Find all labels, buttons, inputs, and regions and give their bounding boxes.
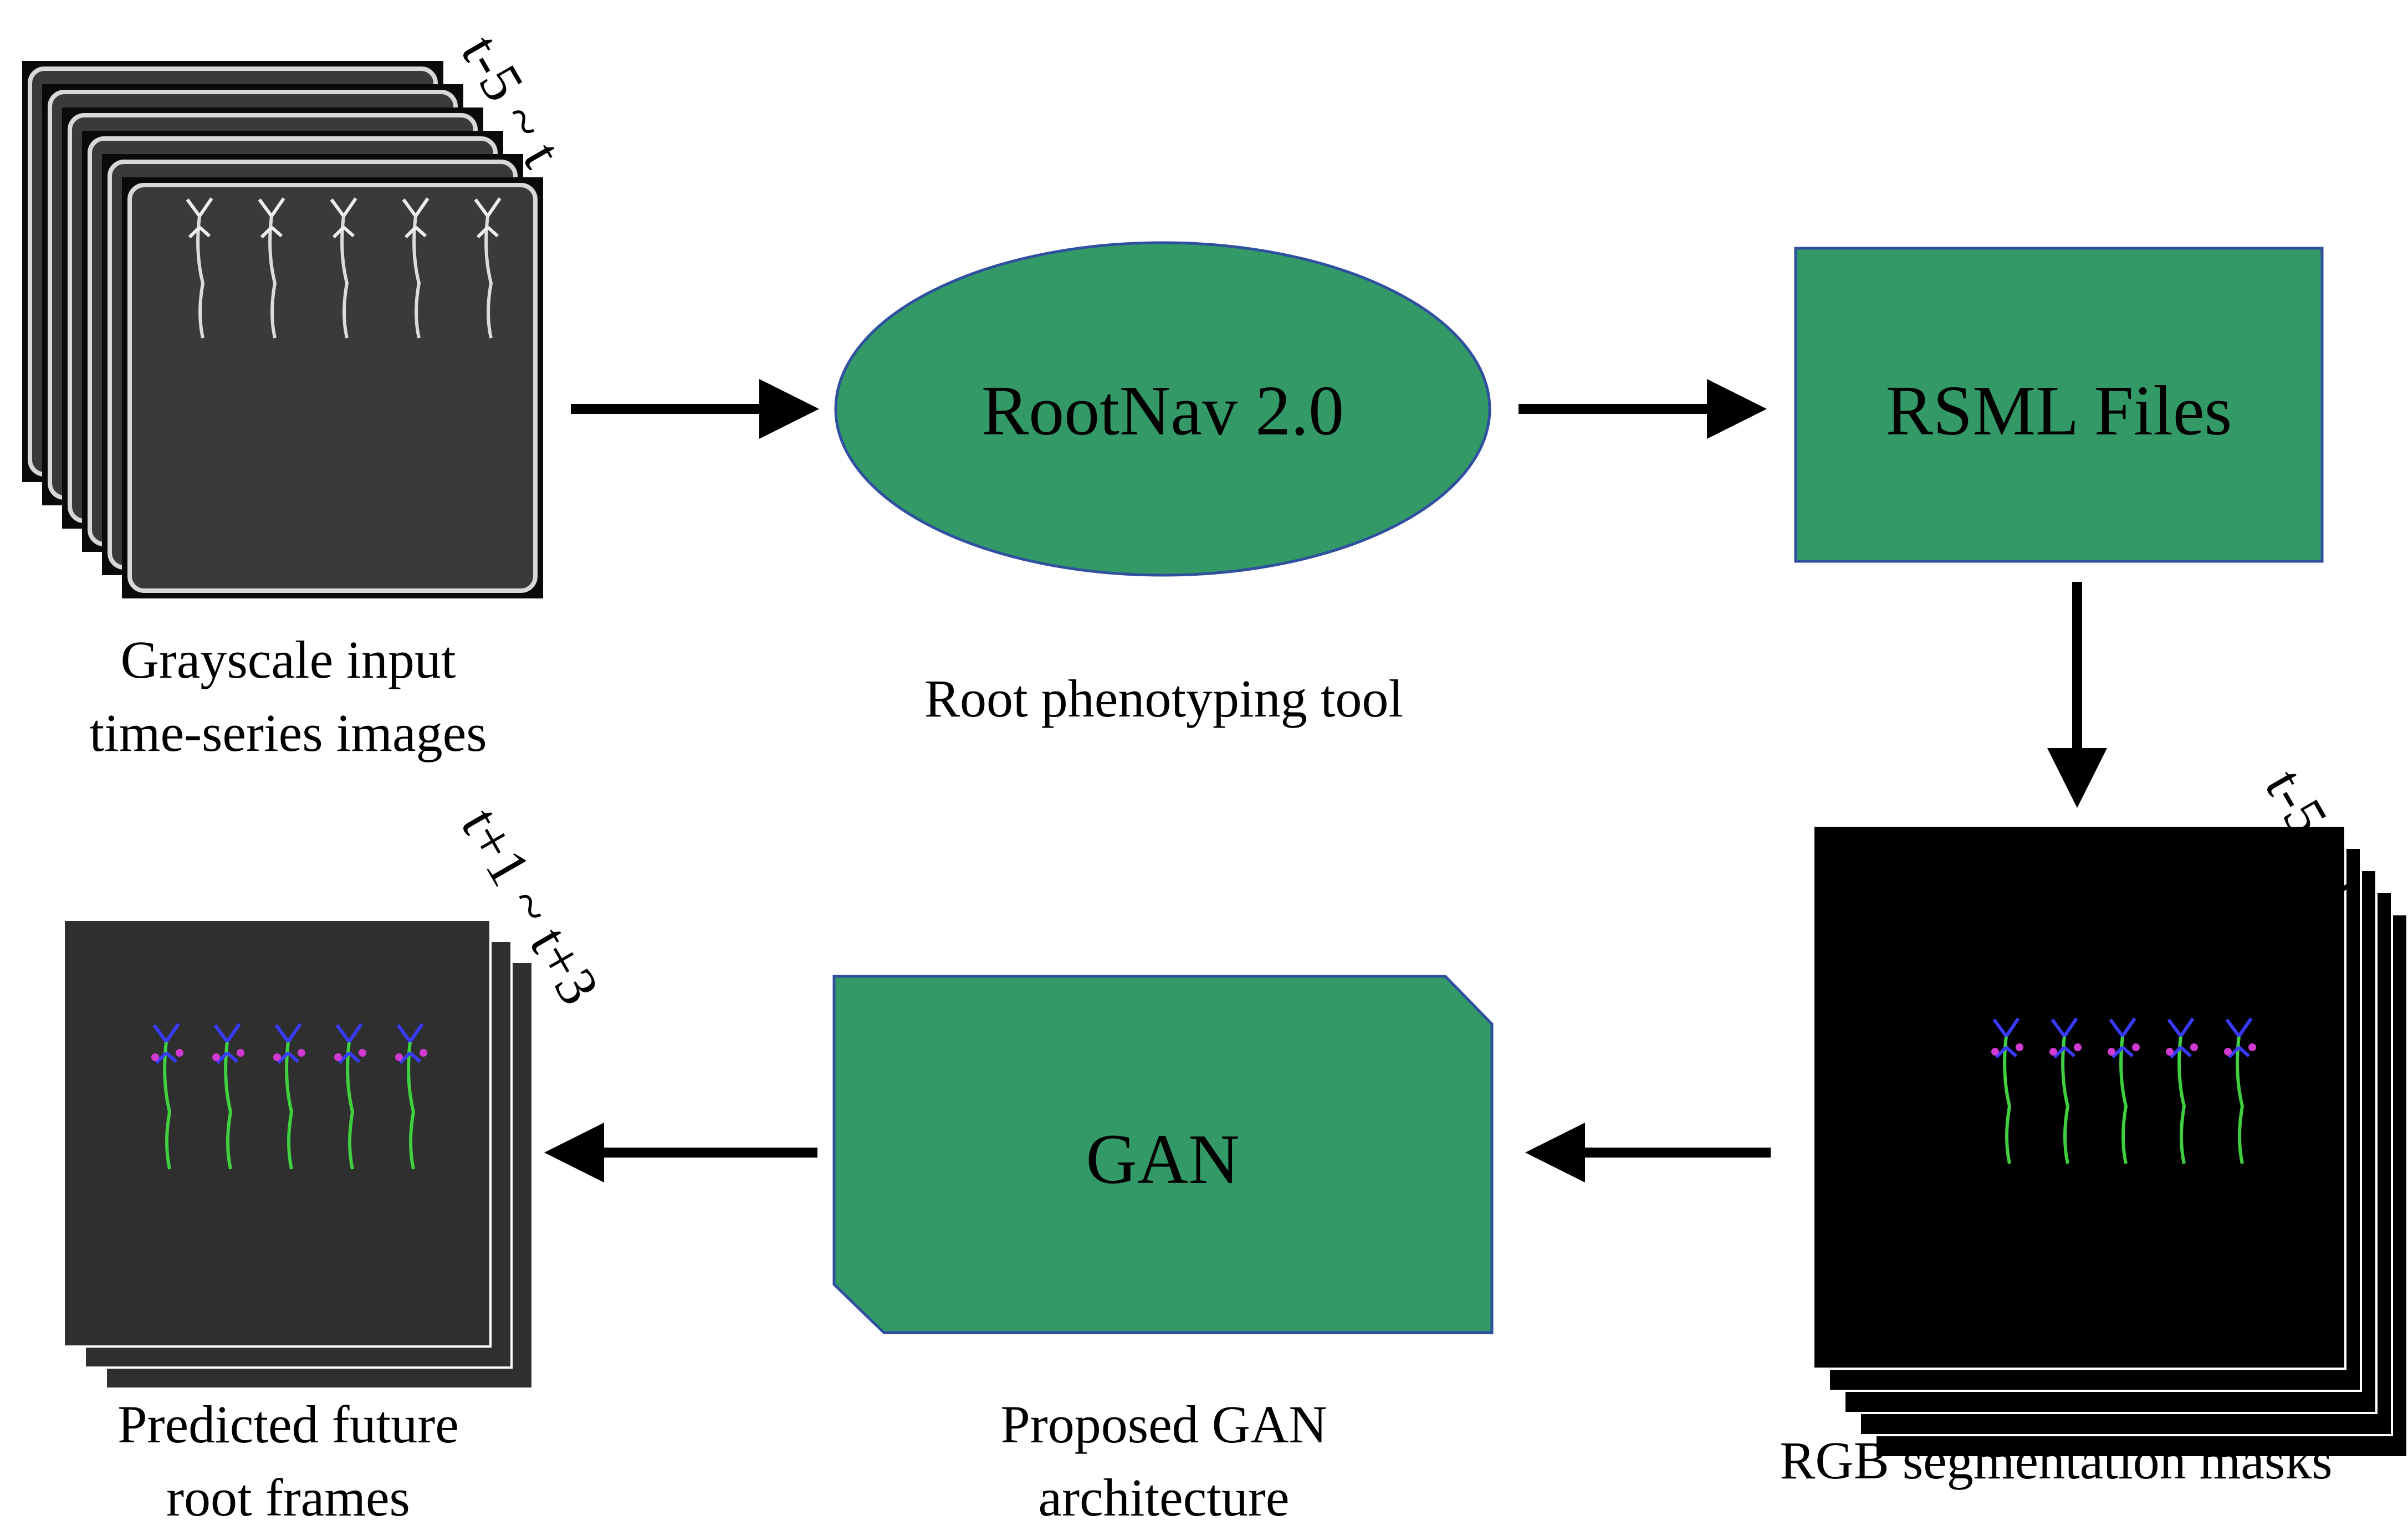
predicted-root-2: [212, 1023, 244, 1170]
masks-caption: RGB segmentation masks: [1780, 1431, 2333, 1490]
mask-root-leaves: [2167, 1017, 2195, 1059]
input-root-stem: [340, 216, 349, 339]
gan-node: [832, 975, 1494, 1334]
input-root-2: [258, 197, 285, 339]
input-root-5: [474, 197, 502, 339]
input-root-leaves: [330, 197, 357, 239]
mask-root-tip: [2049, 1048, 2057, 1056]
predicted-root-4: [334, 1023, 366, 1170]
predicted-root-leaves: [274, 1023, 302, 1064]
mask-root-leaves: [2051, 1017, 2078, 1059]
input-root-stem: [196, 216, 205, 339]
input-caption-line1: Grayscale input: [120, 630, 456, 689]
predicted-root-tip: [334, 1053, 342, 1061]
input-root-3: [330, 197, 357, 339]
input-caption: Grayscale input time-series images: [11, 623, 565, 770]
mask-root-5: [2224, 1017, 2256, 1164]
predicted-caption: Predicted future root frames: [11, 1388, 565, 1534]
rootnav-node-label: RootNav 2.0: [981, 371, 1344, 450]
predicted-root-tip: [298, 1049, 305, 1057]
mask-root-stem: [2236, 1036, 2245, 1164]
mask-root-1: [1991, 1017, 2023, 1164]
input-root-stem: [412, 216, 421, 339]
predicted-root-stem: [407, 1041, 416, 1170]
gan-caption: Proposed GAN architecture: [831, 1388, 1496, 1534]
rootnav-node: [834, 241, 1491, 577]
mask-root-stem: [2119, 1036, 2128, 1164]
mask-root-tip: [2016, 1043, 2023, 1051]
mask-root-leaves: [2109, 1017, 2136, 1059]
tool-caption: Root phenotyping tool: [924, 669, 1403, 728]
input-root-4: [402, 197, 430, 339]
mask-root-tip: [2190, 1043, 2198, 1051]
predicted-frames-stack: [63, 919, 534, 1390]
gan-node-label: GAN: [1086, 1120, 1239, 1199]
predicted-root-stem: [163, 1041, 172, 1170]
input-root-stem: [268, 216, 277, 339]
predicted-root-tip: [273, 1053, 281, 1061]
input-frame-plate: [127, 183, 538, 593]
predicted-caption-line1: Predicted future: [117, 1395, 459, 1454]
predicted-root-tip: [237, 1049, 244, 1057]
input-images-stack: [22, 61, 543, 598]
input-root-leaves: [258, 197, 285, 239]
gan-caption-line1: Proposed GAN: [1000, 1395, 1327, 1454]
input-root-stem: [484, 216, 493, 339]
predicted-frame-1: [63, 919, 492, 1348]
gan-caption-line2: architecture: [1038, 1468, 1290, 1527]
mask-root-stem: [2061, 1036, 2070, 1164]
input-frame-6: [122, 177, 543, 598]
predicted-root-leaves: [152, 1023, 180, 1064]
mask-root-3: [2108, 1017, 2140, 1164]
predicted-root-5: [395, 1023, 427, 1170]
mask-root-stem: [2003, 1036, 2012, 1164]
predicted-root-stem: [346, 1041, 355, 1170]
mask-root-tip: [2166, 1048, 2174, 1056]
mask-frame-1: [1812, 825, 2346, 1370]
predicted-root-leaves: [213, 1023, 241, 1064]
mask-root-tip: [1991, 1048, 1999, 1056]
rsml-node: [1794, 247, 2324, 563]
mask-root-stem: [2177, 1036, 2186, 1164]
predicted-root-tip: [359, 1049, 366, 1057]
predicted-root-tip: [212, 1053, 220, 1061]
mask-root-2: [2049, 1017, 2082, 1164]
mask-root-tip: [2248, 1043, 2256, 1051]
predicted-root-tip: [176, 1049, 183, 1057]
predicted-root-3: [273, 1023, 305, 1170]
predicted-root-tip: [151, 1053, 159, 1061]
input-root-leaves: [186, 197, 213, 239]
input-root-leaves: [402, 197, 430, 239]
predicted-root-leaves: [396, 1023, 424, 1064]
input-root-1: [186, 197, 213, 339]
mask-root-leaves: [2225, 1017, 2253, 1059]
predicted-caption-line2: root frames: [166, 1468, 410, 1527]
predicted-root-stem: [224, 1041, 233, 1170]
mask-root-tip: [2224, 1048, 2232, 1056]
rsml-node-label: RSML Files: [1886, 371, 2232, 450]
predicted-root-1: [151, 1023, 183, 1170]
predicted-root-leaves: [335, 1023, 363, 1064]
predicted-root-tip: [395, 1053, 403, 1061]
input-root-leaves: [474, 197, 502, 239]
input-caption-line2: time-series images: [89, 703, 487, 762]
predicted-root-stem: [285, 1041, 294, 1170]
mask-root-tip: [2108, 1048, 2115, 1056]
predicted-root-tip: [420, 1049, 427, 1057]
segmentation-masks-stack: [1812, 825, 2408, 1458]
mask-root-leaves: [1992, 1017, 2020, 1059]
mask-root-tip: [2132, 1043, 2140, 1051]
mask-root-4: [2166, 1017, 2198, 1164]
mask-root-tip: [2074, 1043, 2082, 1051]
